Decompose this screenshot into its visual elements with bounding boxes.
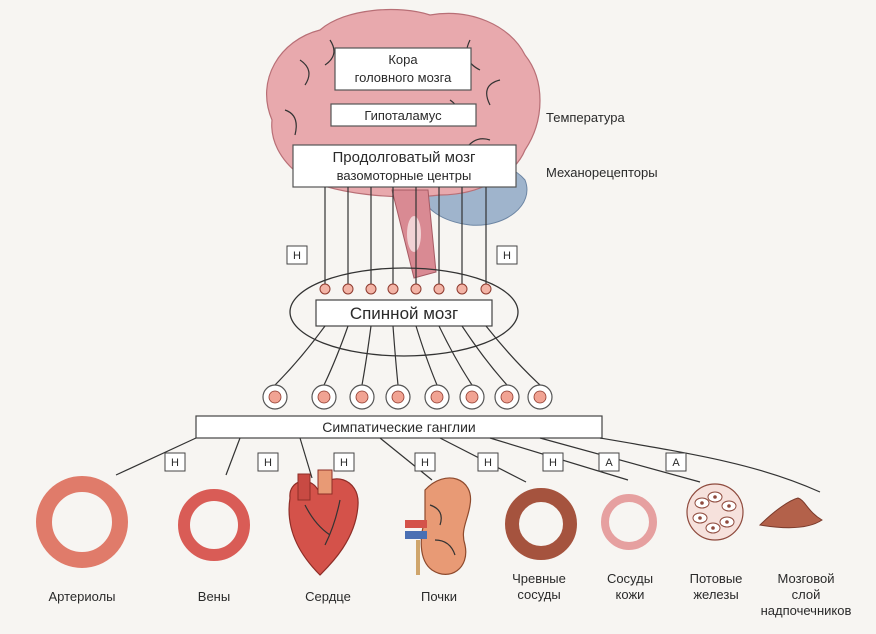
effector-badge: Н: [415, 453, 435, 471]
svg-text:Н: Н: [503, 250, 511, 262]
kidneys-label: Почки: [421, 589, 457, 604]
badge-upper-right: Н: [497, 246, 517, 264]
ganglion-nucleus: [466, 391, 478, 403]
gland-duct: [727, 504, 731, 508]
skin-vessels-label-line1: Сосуды: [607, 571, 653, 586]
temperature-label: Температура: [546, 110, 626, 125]
badge-text: Н: [484, 457, 492, 469]
cortex-label-line1: Кора: [388, 52, 418, 67]
gland-duct: [711, 526, 715, 530]
badge-text: Н: [340, 457, 348, 469]
preganglionic-fiber: [439, 326, 472, 385]
ganglion-nucleus: [392, 391, 404, 403]
effector-badge: Н: [478, 453, 498, 471]
badge-text: Н: [549, 457, 557, 469]
sweat-glands-label-line1: Потовые: [690, 571, 743, 586]
effector-badge: А: [666, 453, 686, 471]
arterioles-label: Артериолы: [48, 589, 115, 604]
hypothalamus-label: Гипоталамус: [364, 108, 442, 123]
medulla-box: Продолговатый мозг вазомоторные центры: [293, 145, 516, 187]
skin-vessels-icon: [605, 498, 653, 546]
kidney-icon: [405, 478, 471, 575]
veins-label: Вены: [198, 589, 230, 604]
ganglion-nucleus: [534, 391, 546, 403]
heart-icon: [289, 470, 358, 575]
heart-label: Сердце: [305, 589, 351, 604]
gland-duct: [700, 501, 704, 505]
badge-text: Н: [264, 457, 272, 469]
ganglion-nucleus: [269, 391, 281, 403]
spinal-neuron: [366, 284, 376, 294]
veins-icon: [184, 495, 244, 555]
medulla-label: Продолговатый мозг: [333, 149, 477, 166]
splanchnic-label-line2: сосуды: [517, 587, 560, 602]
arterioles-icon: [44, 484, 120, 560]
ganglion-nucleus: [431, 391, 443, 403]
sweat-glands-label-line2: железы: [693, 587, 738, 602]
sympathetic-ganglia-bar: Симпатические ганглии: [196, 416, 602, 438]
ganglion-nucleus: [356, 391, 368, 403]
sweat-glands-icon: [687, 484, 743, 540]
adrenal-medulla-icon: [760, 498, 822, 528]
spinal-cord-label: Спинной мозг: [350, 304, 458, 323]
ganglion-cells: [263, 385, 552, 409]
adrenal-label-line3: надпочечников: [761, 603, 852, 618]
ganglion-nucleus: [318, 391, 330, 403]
effector-badge: Н: [543, 453, 563, 471]
badge-text: Н: [171, 457, 179, 469]
preganglionic-fiber: [486, 326, 540, 385]
effector-badge: А: [599, 453, 619, 471]
badge-upper-left: Н: [287, 246, 307, 264]
svg-text:Н: Н: [293, 250, 301, 262]
badge-text: Н: [421, 457, 429, 469]
splanchnic-vessels-icon: [512, 495, 570, 553]
cortex-label-line2: головного мозга: [355, 70, 452, 85]
gland-duct: [698, 516, 702, 520]
spinal-neuron: [343, 284, 353, 294]
skin-vessels-label-line2: кожи: [616, 587, 645, 602]
effector-badge: Н: [258, 453, 278, 471]
badge-text: А: [605, 457, 613, 469]
spinal-neuron: [434, 284, 444, 294]
ganglion-nucleus: [501, 391, 513, 403]
spinal-neuron: [457, 284, 467, 294]
spinal-neuron: [388, 284, 398, 294]
spinal-neuron: [320, 284, 330, 294]
brainstem-core: [407, 216, 421, 252]
effector-badge: Н: [165, 453, 185, 471]
hypothalamus-box: Гипоталамус: [331, 104, 476, 126]
spinal-cord: Спинной мозг: [290, 268, 518, 356]
gland-duct: [725, 520, 729, 524]
splanchnic-label-line1: Чревные: [512, 571, 566, 586]
badge-text: А: [672, 457, 680, 469]
preganglionic-fiber: [362, 326, 371, 385]
spinal-neuron: [481, 284, 491, 294]
spinal-neuron: [411, 284, 421, 294]
preganglionic-fiber: [324, 326, 348, 385]
adrenal-label-line2: слой: [792, 587, 821, 602]
cortex-box: Кора головного мозга: [335, 48, 471, 90]
mechanoreceptors-label: Механорецепторы: [546, 165, 658, 180]
adrenal-label-line1: Мозговой: [778, 571, 835, 586]
spinal-neurons: [320, 284, 491, 294]
preganglionic-fiber: [275, 326, 325, 385]
vasomotor-centers-label: вазомоторные центры: [337, 168, 472, 183]
gland-duct: [713, 495, 717, 499]
effector-badge: Н: [334, 453, 354, 471]
ganglia-label: Симпатические ганглии: [322, 419, 475, 435]
